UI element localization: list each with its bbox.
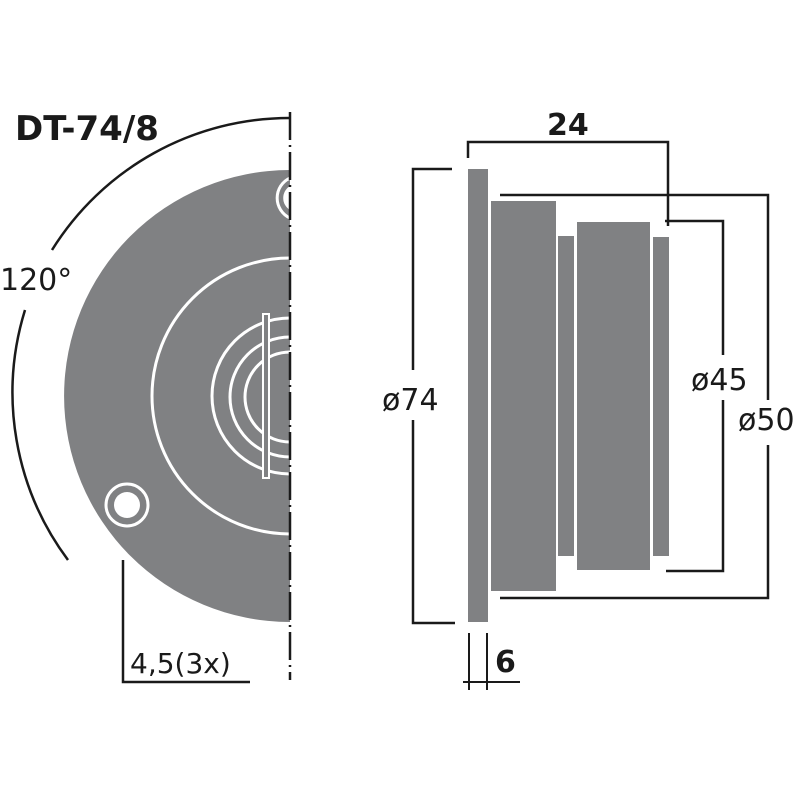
hole-dimension-line	[121, 560, 250, 684]
outer-ring-arc	[150, 256, 291, 536]
mid-diameter-label: ø45	[691, 363, 748, 398]
angle-arc-top	[50, 116, 291, 251]
front-housing	[491, 201, 556, 591]
middle-ring-arc	[210, 316, 291, 476]
dome-arc	[243, 350, 291, 444]
flange	[468, 169, 488, 622]
angle-label: 120°	[0, 263, 72, 298]
ring-spacer-2	[653, 237, 669, 556]
mounting-hole-top	[283, 186, 290, 210]
phase-plug-bar	[262, 313, 270, 479]
mounting-hole	[114, 492, 140, 518]
front-view: 120° 4,5(3x)	[0, 112, 292, 684]
label-bg	[738, 400, 800, 445]
depth-label: 24	[547, 108, 589, 143]
body-diameter-label: ø50	[738, 403, 795, 438]
magnet	[577, 222, 650, 570]
body-diameter-line	[500, 193, 770, 600]
mounting-hole-ring	[104, 482, 150, 528]
depth-dimension-line	[466, 140, 670, 226]
mounting-hole-top-ring	[275, 176, 291, 220]
flange-label: 6	[495, 645, 516, 680]
ring-spacer-1	[558, 236, 574, 556]
outer-diameter-label: ø74	[382, 383, 439, 418]
label-bg	[690, 355, 756, 400]
label-bg	[380, 370, 445, 420]
angle-arc-bottom	[11, 309, 70, 561]
side-view: 24 ø74 ø45 ø50 6	[380, 108, 800, 690]
speaker-front-body	[64, 170, 290, 622]
model-title: DT-74/8	[15, 109, 159, 149]
hole-label: 4,5(3x)	[130, 647, 231, 680]
